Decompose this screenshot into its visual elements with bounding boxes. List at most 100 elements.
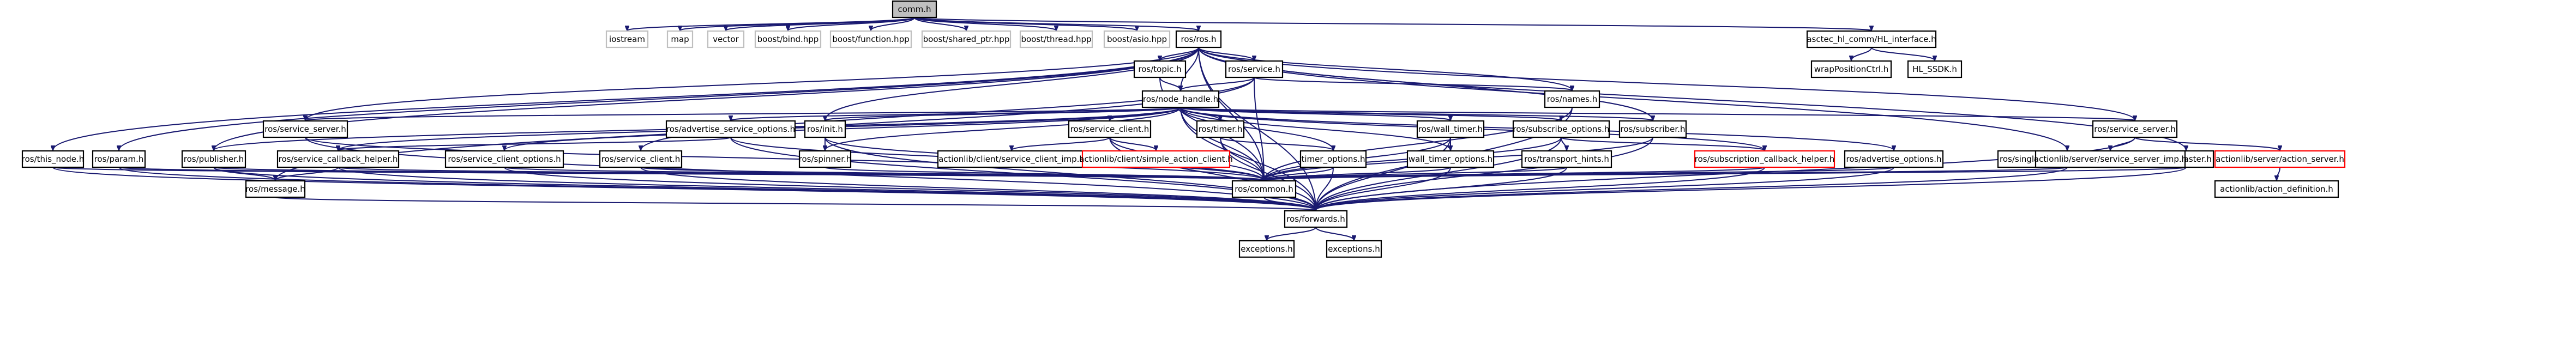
node-ros-topic[interactable]: ros/topic.h (1133, 60, 1187, 78)
node-ros-subscription-callback-helper[interactable]: ros/subscription_callback_helper.h (1694, 150, 1835, 168)
node-ros-transport-hints[interactable]: ros/transport_hints.h (1521, 150, 1612, 168)
node-label: ros/topic.h (1138, 64, 1181, 74)
node-ros-forwards[interactable]: ros/forwards.h (1284, 210, 1348, 228)
node-asctec-interface[interactable]: asctec_hl_comm/HL_interface.h (1806, 30, 1937, 48)
edge-comm_h-to-boost_function (871, 17, 915, 31)
edge-ros_advertise_service_options-to-ros_service_callback_helper (338, 137, 731, 150)
node-hl-ssdk[interactable]: HL_SSDK.h (1907, 60, 1963, 78)
node-box (1299, 150, 1367, 168)
node-ros-wall-timer[interactable]: ros/wall_timer.h (1416, 120, 1485, 138)
node-ros-service-server[interactable]: ros/service_server.h (262, 120, 348, 138)
node-exceptions-2[interactable]: exceptions.h (1326, 240, 1382, 258)
node-ros-subscriber[interactable]: ros/subscriber.h (1618, 120, 1687, 138)
node-actionlib-action-server[interactable]: actionlib/server/action_server.h (2214, 150, 2346, 168)
node-map: map (666, 30, 694, 48)
node-ros-service-callback-helper[interactable]: ros/service_callback_helper.h (276, 150, 400, 168)
node-ros-names[interactable]: ros/names.h (1544, 90, 1600, 108)
node-box (1196, 120, 1245, 138)
node-ros-common[interactable]: ros/common.h (1231, 180, 1297, 198)
node-box (1406, 150, 1495, 168)
node-label: asctec_hl_comm/HL_interface.h (1807, 34, 1936, 45)
edge-ros_forwards-to-exceptions_2 (1315, 227, 1354, 240)
node-ros-service-client[interactable]: ros/service_client.h (1068, 120, 1152, 138)
edge-asctec_interface-to-hl_ssdk (1871, 47, 1935, 60)
node-box (2214, 150, 2346, 168)
node-label: actionlib/action_definition.h (2220, 184, 2333, 194)
node-label: ros/wall_timer.h (1418, 124, 1483, 135)
node-box (1068, 120, 1152, 138)
node-ros-advertise-options[interactable]: ros/advertise_options.h (1844, 150, 1944, 168)
edge-ros_topic-to-ros_node_handle (1159, 77, 1181, 90)
node-label: vector (713, 34, 739, 44)
node-box (707, 30, 745, 48)
node-ros-service-client-options[interactable]: ros/service_client_options.h (444, 150, 564, 168)
node-actionlib-service-client-imp[interactable]: actionlib/client/service_client_imp.h (937, 150, 1086, 168)
node-label: ros/this_node.h (22, 154, 84, 165)
node-box (1544, 90, 1600, 108)
node-label: ros/timer.h (1199, 124, 1243, 134)
edge-ros_master-to-ros_forwards (1316, 167, 2187, 210)
node-actionlib-simple-action-client[interactable]: actionlib/client/simple_action_client.h (1079, 150, 1233, 168)
node-box (1810, 60, 1892, 78)
node-label: ros/service_server.h (2094, 124, 2176, 135)
node-ros-param[interactable]: ros/param.h (92, 150, 146, 168)
node-box (1133, 60, 1187, 78)
node-label: ros/service.h (1228, 64, 1280, 74)
node-actionlib-service-server-imp[interactable]: actionlib/server/service_server_imp.h (2034, 150, 2187, 168)
edges-layer (53, 17, 2280, 240)
node-ros-service-server-r[interactable]: ros/service_server.h (2092, 120, 2178, 138)
node-ros-subscribe-options[interactable]: ros/subscribe_options.h (1512, 120, 1610, 138)
node-vector: vector (707, 30, 745, 48)
node-ros-service[interactable]: ros/service.h (1225, 60, 1284, 78)
node-ros-message[interactable]: ros/message.h (245, 180, 306, 198)
node-box (21, 150, 85, 168)
edge-ros_master-to-ros_common (1264, 167, 2187, 180)
node-label: iostream (609, 34, 645, 44)
edge-comm_h-to-ros_ros (914, 17, 1199, 31)
node-label: ros/advertise_options.h (1846, 154, 1942, 165)
node-box (444, 150, 564, 168)
node-boost-function: boost/function.hpp (829, 30, 912, 48)
node-ros-wall-timer-options[interactable]: wall_timer_options.h (1406, 150, 1495, 168)
node-label: ros/message.h (245, 184, 305, 194)
node-box (1175, 30, 1222, 48)
node-label: ros/service_client.h (1070, 124, 1149, 135)
edge-ros_service_client-to-actionlib_simple_action_client (1109, 137, 1156, 150)
node-label: ros/subscription_callback_helper.h (1695, 154, 1835, 165)
node-box (181, 150, 246, 168)
node-label: actionlib/client/simple_action_client.h (1079, 154, 1233, 165)
node-ros-init[interactable]: ros/init.h (804, 120, 846, 138)
node-wrapposition[interactable]: wrapPositionCtrl.h (1810, 60, 1892, 78)
edge-ros_advertise_options-to-ros_forwards (1316, 167, 1894, 210)
node-ros-advertise-service-options[interactable]: ros/advertise_service_options.h (665, 120, 796, 138)
node-iostream: iostream (605, 30, 649, 48)
node-box (665, 120, 796, 138)
node-boost-thread: boost/thread.hpp (1019, 30, 1093, 48)
node-actionlib-action-definition[interactable]: actionlib/action_definition.h (2214, 180, 2339, 198)
node-label: ros/advertise_service_options.h (666, 124, 795, 135)
edge-ros_service_client_options-to-ros_forwards (504, 167, 1316, 210)
node-comm-h[interactable]: comm.h (892, 0, 937, 19)
node-ros-service-client-low[interactable]: ros/service_client.h (599, 150, 683, 168)
node-exceptions-1[interactable]: exceptions.h (1238, 240, 1295, 258)
edge-ros_transport_hints-to-ros_common (1264, 167, 1567, 180)
node-label: timer_options.h (1301, 154, 1365, 165)
edge-ros_forwards-to-exceptions_1 (1267, 227, 1316, 240)
node-ros-timer[interactable]: ros/timer.h (1196, 120, 1245, 138)
edge-ros_service_server_r-to-actionlib_action_server (2134, 137, 2280, 150)
node-box (1844, 150, 1944, 168)
node-ros-publisher[interactable]: ros/publisher.h (181, 150, 246, 168)
node-ros-timer-options[interactable]: timer_options.h (1299, 150, 1367, 168)
node-ros-ros[interactable]: ros/ros.h (1175, 30, 1222, 48)
node-label: ros/service_client_options.h (448, 154, 561, 165)
node-ros-spinner[interactable]: ros/spinner.h (799, 150, 852, 168)
node-label: ros/init.h (807, 124, 843, 134)
edge-ros_node_handle-to-ros_service_server_r (1180, 107, 2135, 120)
node-label: exceptions.h (1328, 244, 1380, 254)
node-box (1081, 150, 1231, 168)
node-ros-this-node[interactable]: ros/this_node.h (21, 150, 85, 168)
node-ros-node-handle[interactable]: ros/node_handle.h (1141, 90, 1220, 108)
edge-ros_service-to-ros_names (1254, 77, 1572, 90)
node-box (1521, 150, 1612, 168)
edge-ros_node_handle-to-ros_subscribe_options (1180, 107, 1561, 120)
